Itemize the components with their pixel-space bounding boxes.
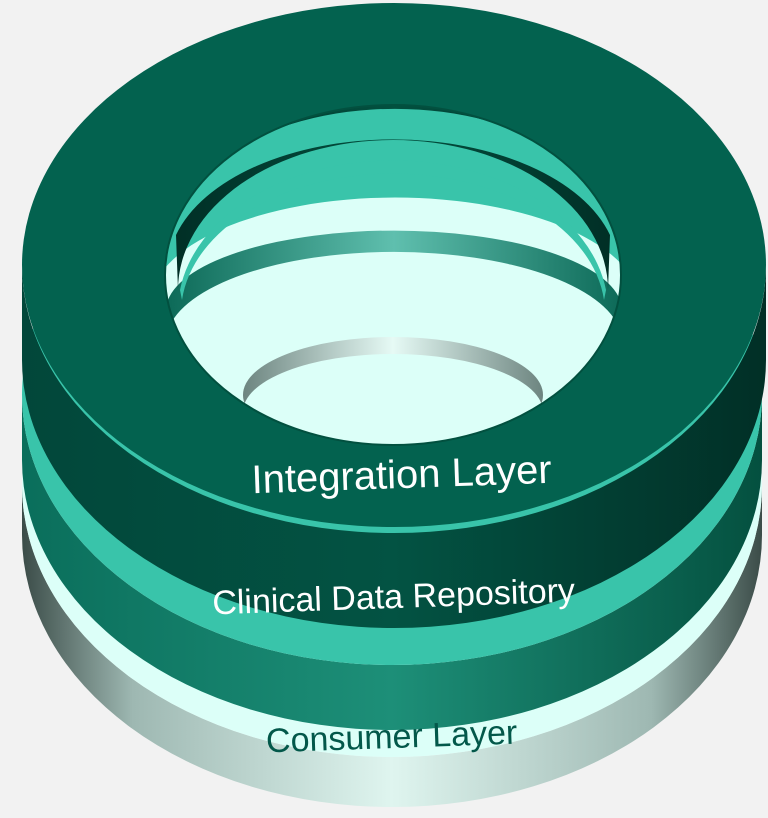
integration-ring-side (22, 265, 766, 628)
center-hole-rim (164, 104, 622, 446)
consumer-ring-side (22, 485, 762, 807)
integration-layer-label: Integration Layer (251, 448, 553, 502)
repository-ring-side (22, 395, 762, 730)
consumer-layer-label: Consumer Layer (265, 714, 518, 761)
